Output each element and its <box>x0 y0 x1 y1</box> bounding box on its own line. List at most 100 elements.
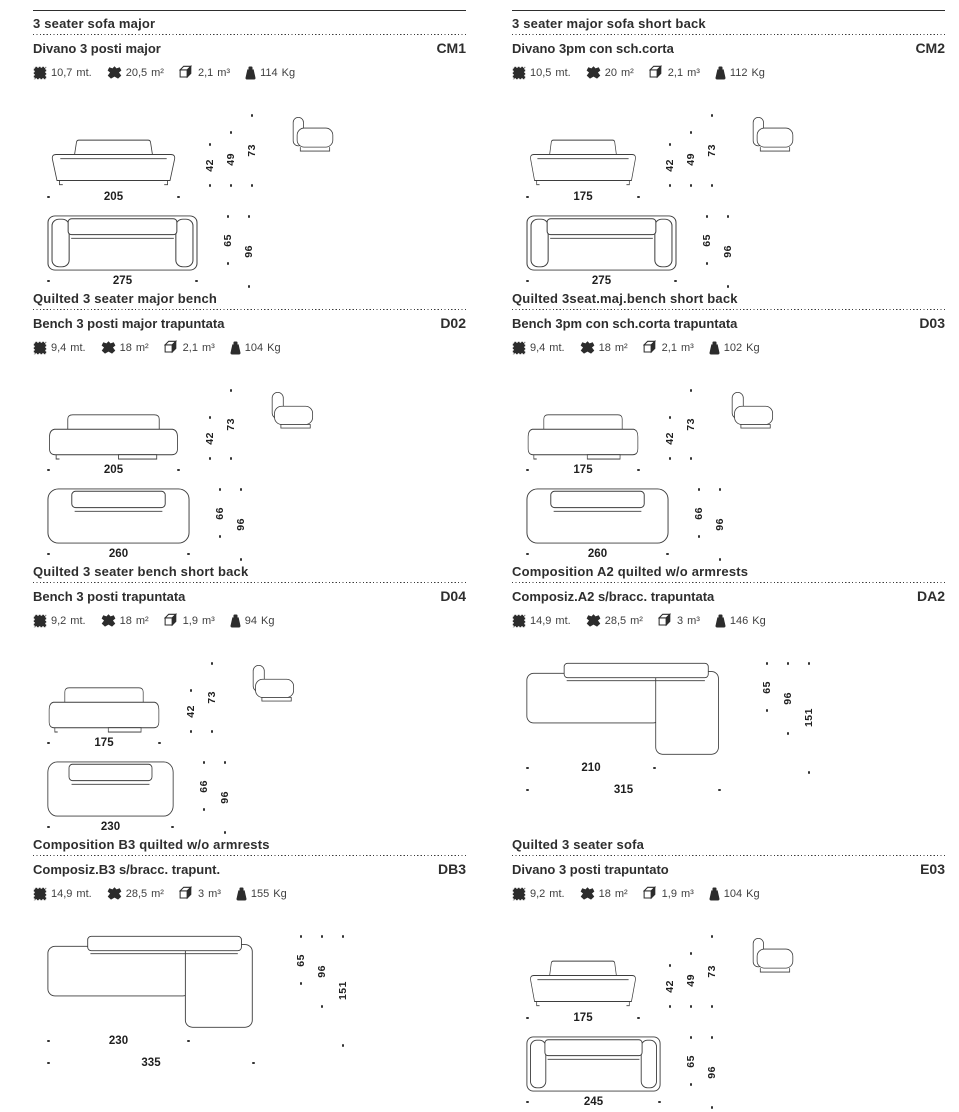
dim-column: 73 <box>225 389 237 460</box>
spec-unit: Kg <box>751 66 765 79</box>
spec-unit: m³ <box>680 887 694 900</box>
technical-drawing: 175 42 73 230 66 96 <box>47 662 466 837</box>
depth-dimensions: 66 96 <box>198 761 231 834</box>
fabric-meters-icon <box>33 614 47 628</box>
front-view-drawing <box>47 410 180 460</box>
fabric-meters-icon <box>33 66 47 80</box>
leather-area-icon <box>580 341 595 354</box>
spec-value: 9,2 <box>530 887 546 900</box>
seat-width-dimension: 230 <box>47 1031 190 1051</box>
spec-unit: mt. <box>549 341 565 354</box>
product-code: D04 <box>440 588 466 604</box>
spec-value: 104 <box>244 341 264 354</box>
dim-column: 42 <box>664 964 676 1008</box>
top-view-drawing <box>526 488 669 544</box>
depth-value: 65 <box>295 953 307 967</box>
leather-area-icon <box>107 887 122 900</box>
title-row: Bench 3 posti trapuntata D04 <box>33 588 466 604</box>
dim-column: 42 <box>185 689 197 733</box>
dim-column: 96 <box>714 488 726 561</box>
front-width-dimension: 175 <box>526 460 640 480</box>
spec-unit: m³ <box>680 341 694 354</box>
dim-dot <box>177 195 180 199</box>
spec-value: 2,1 <box>661 341 677 354</box>
volume-cube-icon <box>649 65 664 80</box>
leather-area-icon <box>101 614 116 627</box>
volume-cube-icon <box>643 340 658 355</box>
height-value: 42 <box>664 431 676 445</box>
spec-unit: m² <box>620 66 634 79</box>
dim-column: 73 <box>685 389 697 460</box>
product-card-db3: Composition B3 quilted w/o armrests Comp… <box>33 837 466 1112</box>
front-width-dimension: 205 <box>47 460 180 480</box>
top-width-dimension: 275 <box>526 271 677 291</box>
depth-value: 151 <box>803 708 815 728</box>
dim-column: 96 <box>782 662 794 735</box>
spec-unit: m² <box>614 887 628 900</box>
dotted-divider <box>512 34 945 36</box>
product-title-it: Divano 3pm con sch.corta <box>512 41 674 56</box>
dotted-divider <box>512 855 945 857</box>
product-title-en: Quilted 3 seater major bench <box>33 291 218 306</box>
spec-value: 102 <box>723 341 743 354</box>
spec-unit: mt. <box>555 66 571 79</box>
title-row: Divano 3 posti trapuntato E03 <box>512 861 945 877</box>
dotted-divider <box>33 309 466 311</box>
spec-unit: m³ <box>687 66 700 79</box>
spec-unit: mt. <box>549 887 565 900</box>
technical-drawing: 175 42 49 73 275 65 96 <box>526 114 945 291</box>
top-width-dimension: 275 <box>47 271 198 291</box>
front-view-drawing <box>526 135 640 187</box>
volume-cube-icon <box>164 613 179 628</box>
height-value: 49 <box>225 152 237 166</box>
spec-value: 1,9 <box>661 887 677 900</box>
dim-column: 96 <box>243 215 255 288</box>
product-title-en: 3 seater sofa major <box>33 16 156 31</box>
dim-column: 73 <box>706 114 718 187</box>
spec-unit: m³ <box>217 66 231 79</box>
total-width-value: 315 <box>613 784 634 796</box>
front-height-dimensions: 42 49 73 <box>664 114 718 187</box>
depth-dimensions: 66 96 <box>214 488 247 561</box>
front-width-value: 175 <box>94 737 114 749</box>
dim-column: 73 <box>206 662 218 733</box>
seat-width-value: 210 <box>581 762 601 774</box>
dim-column: 65 <box>685 1036 697 1086</box>
spec-value: 94 <box>244 614 258 627</box>
spec-unit: m² <box>630 614 643 627</box>
product-card-cm2: 3 seater major sofa short back Divano 3p… <box>512 10 945 291</box>
product-code: D03 <box>919 315 945 331</box>
technical-drawing: 175 42 73 260 66 96 <box>526 389 945 564</box>
depth-value: 96 <box>235 518 247 531</box>
total-width-dimension: 315 <box>526 780 721 800</box>
front-width-value: 175 <box>573 464 593 476</box>
front-width-dimension: 175 <box>526 1008 640 1028</box>
product-card-d04: Quilted 3 seater bench short back Bench … <box>33 564 466 837</box>
top-view-drawing <box>526 662 721 756</box>
weight-kg-icon <box>709 887 720 901</box>
depth-value: 96 <box>782 692 794 705</box>
spec-unit: mt. <box>70 614 86 627</box>
volume-cube-icon <box>643 886 658 901</box>
product-title-it: Bench 3 posti trapuntata <box>33 589 186 604</box>
fabric-meters-icon <box>512 66 526 80</box>
volume-cube-icon <box>164 340 179 355</box>
product-title-en: Quilted 3 seater bench short back <box>33 564 249 579</box>
height-value: 73 <box>706 965 718 978</box>
